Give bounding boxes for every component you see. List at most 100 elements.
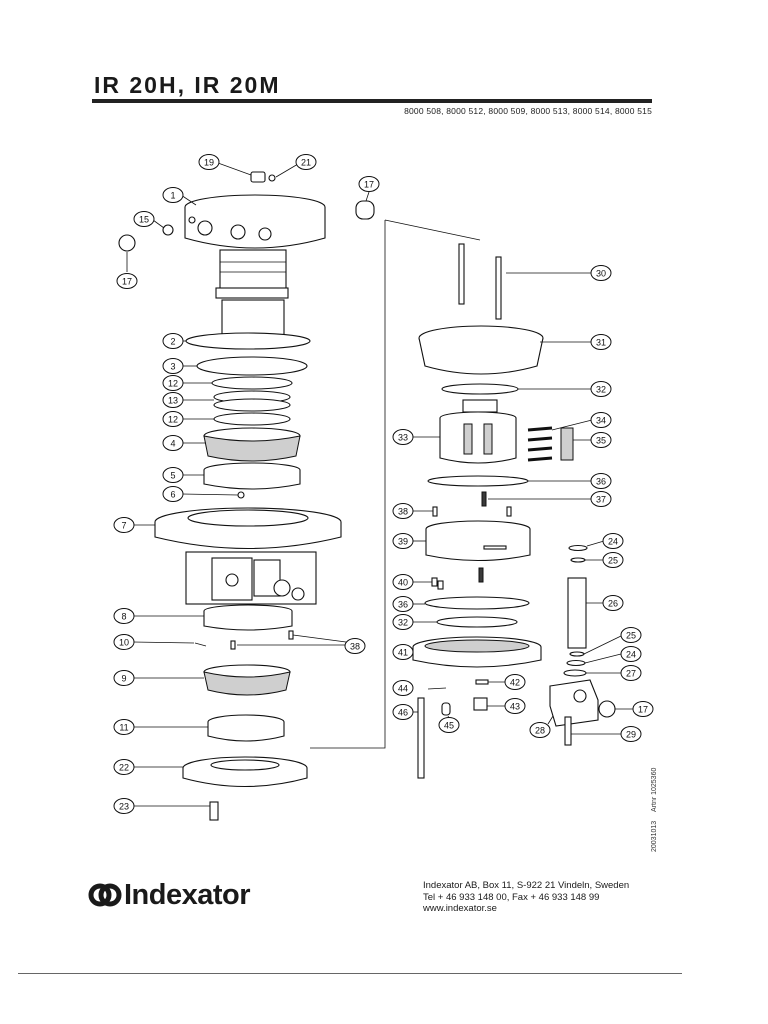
callout-13: 13 (162, 392, 184, 408)
part-42-seal (475, 679, 489, 685)
callout-23: 23 (113, 798, 135, 814)
part-30-bolt-a (458, 243, 465, 305)
bottom-rule (18, 973, 682, 974)
svg-text:35: 35 (596, 436, 606, 446)
indexator-logo: Indexator (88, 878, 251, 912)
svg-text:24: 24 (626, 650, 636, 660)
svg-text:10: 10 (119, 638, 129, 648)
callout-29: 29 (620, 726, 642, 742)
svg-text:17: 17 (364, 180, 374, 190)
part-11-nut (207, 714, 285, 742)
part-2-oring (185, 332, 311, 350)
part-7-flange-housing (154, 507, 342, 605)
callout-2: 2 (162, 333, 184, 349)
part-26-cylinder (567, 577, 587, 649)
callout-1: 1 (162, 187, 184, 203)
part-38-plug-b (288, 630, 294, 640)
svg-text:11: 11 (119, 723, 128, 733)
svg-text:9: 9 (121, 674, 126, 684)
brand-name: Indexator (124, 878, 251, 911)
svg-text:36: 36 (398, 600, 408, 610)
website-line: www.indexator.se (423, 903, 497, 914)
svg-text:43: 43 (510, 702, 520, 712)
part-6-ball (237, 491, 245, 499)
callout-9: 9 (113, 670, 135, 686)
svg-text:15: 15 (139, 215, 149, 225)
title-rule (92, 99, 652, 103)
svg-text:26: 26 (608, 599, 618, 609)
part-25-ring-lower (569, 651, 585, 657)
callout-12-lower: 12 (162, 411, 184, 427)
spindle (215, 249, 289, 341)
callout-26: 26 (602, 595, 624, 611)
part-3-washer (196, 356, 308, 376)
part-32-oring-upper (441, 383, 519, 395)
callout-25-lower: 25 (620, 627, 642, 643)
part-38-plug-d (506, 506, 512, 517)
part-36-oring-lower (424, 596, 530, 610)
part-32-oring-lower (436, 616, 518, 628)
part-23-screw (209, 801, 219, 821)
svg-text:28: 28 (535, 726, 545, 736)
article-code: Artnr 1025360 (651, 767, 658, 812)
svg-text:17: 17 (122, 277, 132, 287)
assembly-connector-line (310, 219, 481, 749)
callout-36-upper: 36 (590, 473, 612, 489)
part-17-cap-middle (355, 200, 375, 220)
part-41-housing-ring (412, 636, 542, 668)
svg-text:21: 21 (301, 158, 311, 168)
callout-44: 44 (392, 680, 414, 696)
callout-8: 8 (113, 608, 135, 624)
callout-24-upper: 24 (602, 533, 624, 549)
part-13-seal-b (213, 398, 291, 412)
part-27-ring (563, 669, 587, 677)
svg-text:19: 19 (204, 158, 214, 168)
callout-25-upper: 25 (602, 552, 624, 568)
part-10-pin (194, 642, 207, 647)
callout-15: 15 (133, 211, 155, 227)
svg-text:13: 13 (168, 396, 178, 406)
part-44-pin (427, 687, 447, 690)
svg-text:29: 29 (626, 730, 636, 740)
callout-36-lower: 36 (392, 596, 414, 612)
callout-30: 30 (590, 265, 612, 281)
callout-22: 22 (113, 759, 135, 775)
svg-text:38: 38 (398, 507, 408, 517)
part-5-race (203, 462, 301, 490)
part-4-bearing (203, 427, 301, 462)
svg-text:36: 36 (596, 477, 606, 487)
svg-text:27: 27 (626, 669, 636, 679)
part-15-plug (162, 224, 174, 236)
callout-7: 7 (113, 517, 135, 533)
part-46-rod (417, 697, 425, 779)
svg-text:42: 42 (510, 678, 520, 688)
svg-text:12: 12 (168, 379, 178, 389)
callout-41: 41 (392, 644, 414, 660)
svg-text:12: 12 (168, 415, 178, 425)
callout-11: 11 (113, 719, 135, 735)
part-36-oring-upper (427, 475, 529, 487)
date-code: 20031013 (651, 820, 658, 852)
svg-text:40: 40 (398, 578, 408, 588)
part-12-ring-lower (213, 412, 291, 426)
part-33-rotor (439, 399, 517, 464)
part-38-plug-c (432, 506, 438, 517)
part-45-plug (441, 702, 451, 716)
part-37-valve (481, 491, 487, 507)
svg-text:32: 32 (596, 385, 606, 395)
svg-text:46: 46 (398, 708, 408, 718)
callout-38-right: 38 (392, 503, 414, 519)
part-31-flange-ring (418, 325, 544, 375)
callout-33: 33 (392, 429, 414, 445)
callout-28: 28 (529, 722, 551, 738)
part-30-bolt-b (495, 256, 502, 320)
svg-text:41: 41 (398, 648, 408, 658)
svg-text:45: 45 (444, 721, 454, 731)
callout-38-left: 38 (344, 638, 366, 654)
part-21-pin (268, 174, 276, 182)
part-40-plug-a (431, 577, 438, 587)
part-39-stator (425, 520, 531, 562)
svg-text:3: 3 (170, 362, 175, 372)
callout-39: 39 (392, 533, 414, 549)
part-35-block (560, 427, 574, 461)
